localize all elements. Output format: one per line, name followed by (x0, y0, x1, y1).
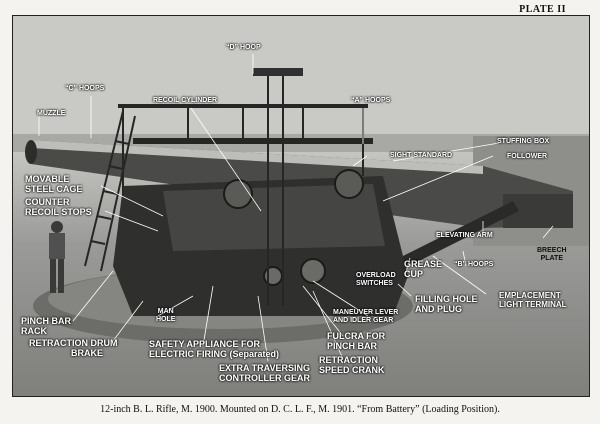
label-retraction-speed-crank: RETRACTION SPEED CRANK (319, 355, 385, 375)
gun-illustration (13, 16, 589, 362)
label-extra-traversing-controller-gear: EXTRA TRAVERSING CONTROLLER GEAR (219, 363, 311, 383)
label-a-hoops: “A” HOOPS (351, 97, 391, 104)
label-stuffing-box: STUFFING BOX (497, 138, 550, 145)
label-breech-plate: BREECH PLATE (537, 247, 567, 262)
label-elevating-arm: ELEVATING ARM (436, 232, 493, 239)
label-safety-appliance: SAFETY APPLIANCE FOR ELECTRIC FIRING (Se… (149, 339, 280, 359)
muzzle-face (25, 140, 37, 164)
gun-photograph: “D” HOOP “C” HOOPS RECOIL CYLINDER “A” H… (12, 15, 590, 397)
label-man-hole: MAN HOLE (156, 308, 176, 323)
label-movable-steel-cage: MOVABLE STEEL CAGE (25, 174, 83, 194)
label-d-hoop: “D” HOOP (226, 44, 261, 51)
label-emplacement-light-terminal: EMPLACEMENT LIGHT TERMINAL (499, 291, 567, 309)
label-sight-standard: SIGHT STANDARD (390, 152, 453, 159)
elevating-arm (383, 201, 519, 274)
standing-figure (49, 221, 65, 293)
label-retraction-drum-brake: RETRACTION DRUM BRAKE (29, 338, 118, 358)
label-overload-switches: OVERLOAD SWITCHES (356, 272, 396, 287)
plate-caption: 12-inch B. L. Rifle, M. 1900. Mounted on… (100, 404, 500, 415)
label-muzzle: MUZZLE (37, 110, 66, 117)
label-c-hoops: “C” HOOPS (65, 85, 105, 92)
label-fulcra-for-pinch-bar: FULCRA FOR PINCH BAR (327, 331, 386, 351)
label-b-hoops: “B” HOOPS (454, 261, 494, 268)
label-maneuver-lever: MANEUVER LEVER AND IDLER GEAR (333, 309, 399, 324)
plate-number: PLATE II (519, 4, 566, 15)
label-grease-cup: GREASE CUP (404, 259, 443, 279)
label-pinch-bar-rack: PINCH BAR RACK (21, 316, 72, 336)
label-counter-recoil-stops: COUNTER RECOIL STOPS (25, 197, 92, 217)
label-filling-hole-and-plug: FILLING HOLE AND PLUG (415, 294, 478, 314)
label-follower: FOLLOWER (507, 153, 548, 160)
label-recoil-cylinder: RECOIL CYLINDER (153, 97, 218, 104)
